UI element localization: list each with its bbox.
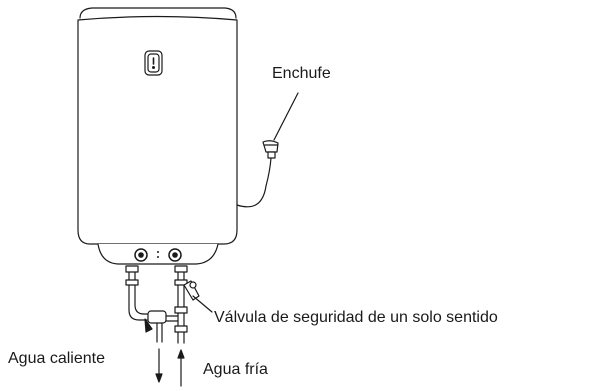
safety-valve-label: Válvula de seguridad de un solo sentido	[214, 309, 498, 326]
warning-lamp-icon	[145, 51, 162, 75]
cold-water-pipe	[175, 266, 187, 343]
hot-water-arrow	[156, 349, 162, 382]
mixing-valve	[145, 311, 178, 342]
cold-water-label: Agua fría	[203, 361, 268, 378]
hot-water-pipe	[126, 266, 148, 320]
control-knob-icon	[135, 249, 147, 261]
tank-body	[78, 17, 237, 245]
hot-water-label: Agua caliente	[8, 350, 105, 367]
plug-icon	[263, 141, 278, 158]
tank-top-cap	[80, 8, 236, 18]
safety-valve-leader-line	[193, 296, 212, 312]
plug-leader-line	[274, 93, 298, 140]
plug-label: Enchufe	[272, 65, 331, 82]
control-knob-icon	[169, 249, 181, 261]
safety-valve	[184, 281, 199, 300]
control-panel	[98, 244, 218, 264]
cold-water-arrow	[178, 350, 184, 386]
power-cord	[237, 158, 271, 207]
